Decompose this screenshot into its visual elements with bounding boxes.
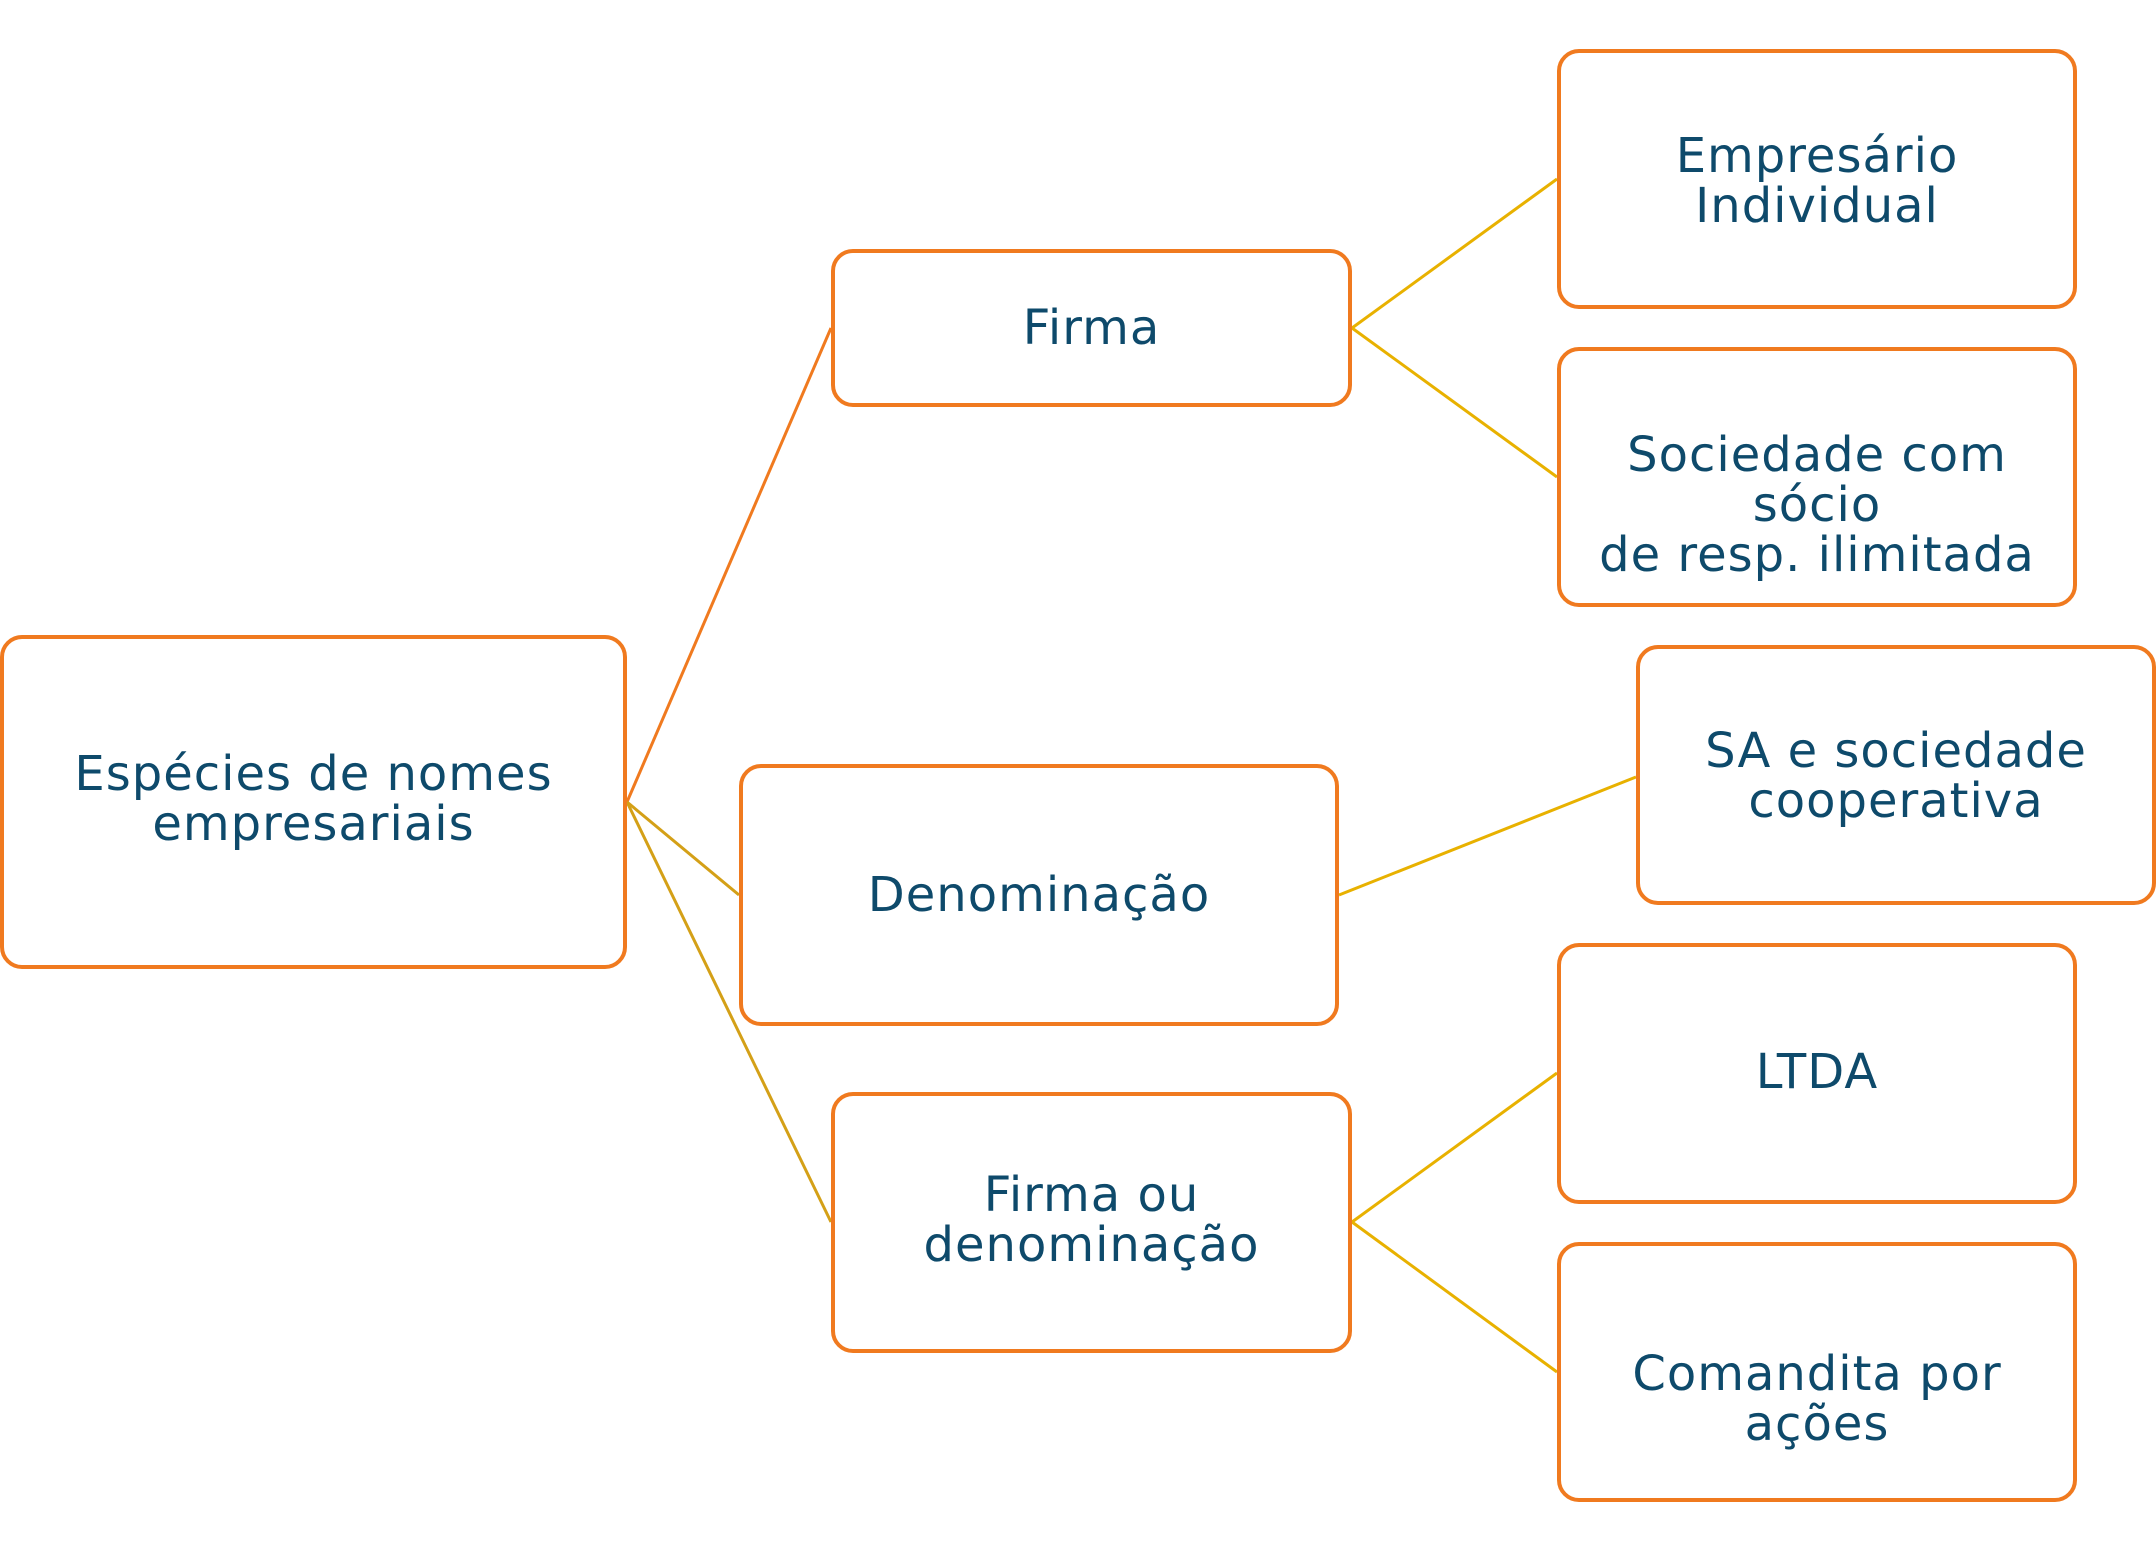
leaf-label-sociedade-socio-ilimitada: Sociedade com sócio de resp. ilimitada: [1599, 427, 2035, 583]
root-label: Espécies de nomes empresariais: [74, 746, 553, 852]
connector-root-denominacao: [626, 800, 740, 897]
leaf-node-empresario-individual: Empresário Individual: [1557, 49, 2077, 309]
connector-firma-sociedade: [1351, 326, 1558, 479]
connector-firma-empresario: [1351, 177, 1558, 330]
leaf-label-sa-cooperativa: SA e sociedade cooperativa: [1705, 723, 2087, 829]
connector-fod-ltda: [1351, 1071, 1558, 1224]
branch-node-denominacao: Denominação: [739, 764, 1339, 1026]
leaf-node-ltda: LTDA: [1557, 943, 2077, 1204]
branch-node-firma: Firma: [831, 249, 1352, 407]
leaf-label-empresario-individual: Empresário Individual: [1675, 128, 1959, 234]
branch-label-firma-ou-denominacao: Firma ou denominação: [923, 1166, 1260, 1273]
connector-denominacao-sa: [1338, 775, 1637, 897]
leaf-node-sa-cooperativa: SA e sociedade cooperativa: [1636, 645, 2156, 905]
branch-node-firma-ou-denominacao: Firma ou denominação: [831, 1092, 1352, 1353]
branch-label-denominacao: Denominação: [867, 867, 1211, 923]
connector-root-firma: [625, 327, 833, 803]
leaf-node-sociedade-socio-ilimitada: Sociedade com sócio de resp. ilimitada: [1557, 347, 2077, 607]
leaf-node-comandita-por-acoes: Comandita por ações: [1557, 1242, 2077, 1502]
connector-fod-comandita: [1351, 1220, 1558, 1374]
connector-root-firma-ou-denominacao: [625, 801, 833, 1223]
leaf-label-ltda: LTDA: [1755, 1044, 1879, 1100]
branch-label-firma: Firma: [1022, 300, 1161, 356]
leaf-label-comandita-por-acoes: Comandita por ações: [1632, 1346, 2002, 1452]
root-node: Espécies de nomes empresariais: [0, 635, 627, 969]
